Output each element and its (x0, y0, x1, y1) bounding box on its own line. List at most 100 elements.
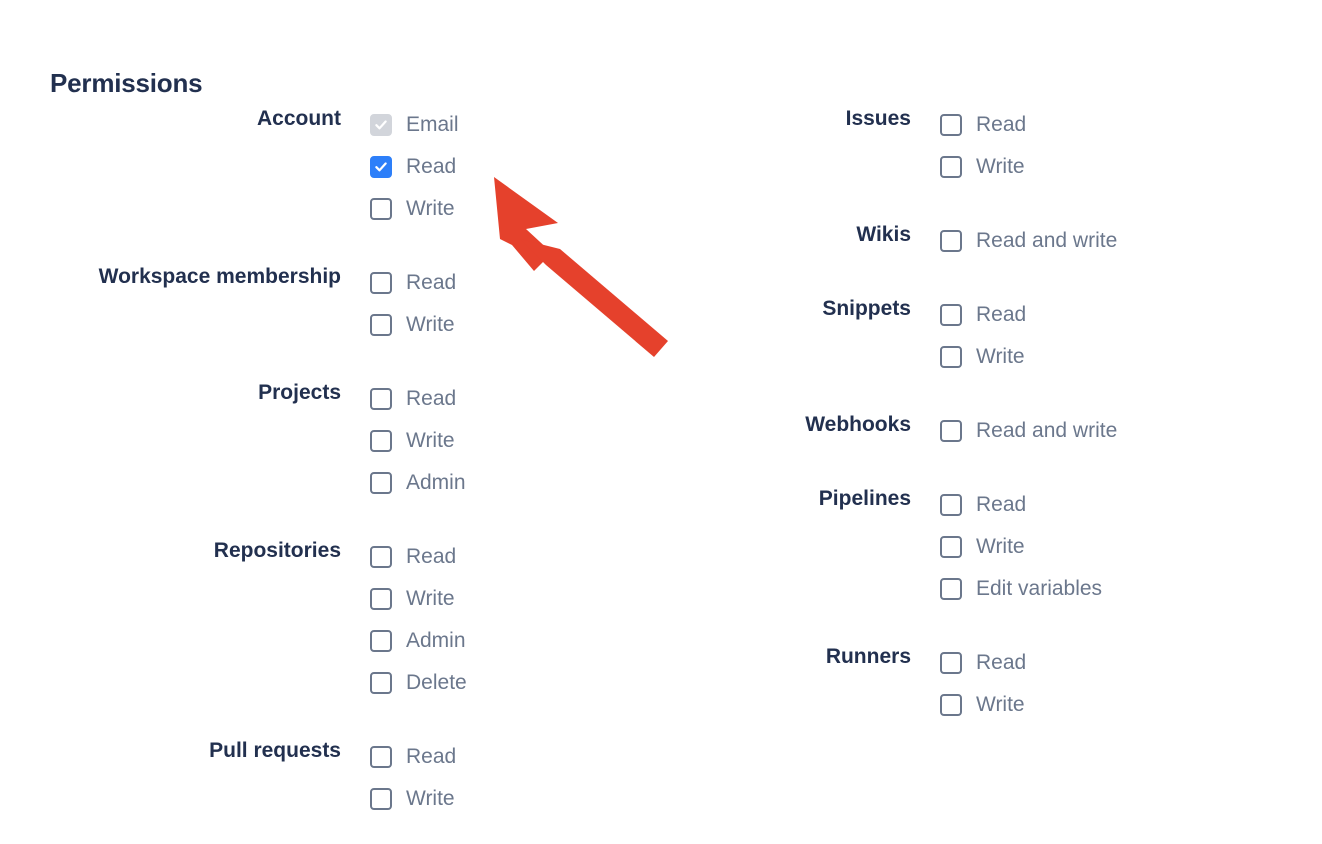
permission-option-label: Admin (406, 629, 466, 652)
permission-option-row[interactable]: Write (370, 778, 660, 820)
permission-option-row[interactable]: Read (940, 484, 1322, 526)
permission-option-label: Read (406, 387, 457, 410)
checkbox-admin[interactable] (370, 472, 392, 494)
checkbox-read[interactable] (370, 156, 392, 178)
permission-option-row[interactable]: Email (370, 104, 660, 146)
permission-option-label: Write (406, 313, 455, 336)
permission-option-row[interactable]: Read (940, 294, 1322, 336)
permission-option-row[interactable]: Write (370, 188, 660, 230)
permission-option-row[interactable]: Read (370, 146, 660, 188)
permission-option-label: Write (976, 693, 1025, 716)
checkbox-write[interactable] (940, 346, 962, 368)
permission-option-row[interactable]: Write (940, 684, 1322, 726)
permission-option-label: Admin (406, 471, 466, 494)
permission-option-label: Write (406, 429, 455, 452)
permission-option-label: Read (976, 303, 1027, 326)
permission-group-label: Snippets (822, 297, 911, 320)
permission-option-label: Write (406, 587, 455, 610)
permission-option-row[interactable]: Delete (370, 662, 660, 704)
permission-option-row[interactable]: Write (370, 578, 660, 620)
permission-option-label: Delete (406, 671, 467, 694)
permission-option-label: Read (406, 745, 457, 768)
permission-option-row[interactable]: Admin (370, 620, 660, 662)
permission-option-label: Read (406, 155, 457, 178)
permission-option-row[interactable]: Admin (370, 462, 660, 504)
permission-group-label: Runners (825, 645, 911, 668)
checkbox-write[interactable] (370, 588, 392, 610)
permission-group: Webhooks Read and write (660, 410, 1322, 452)
checkbox-edit-variables[interactable] (940, 578, 962, 600)
permission-option-label: Write (976, 535, 1025, 558)
checkbox-write[interactable] (370, 430, 392, 452)
checkbox-read[interactable] (940, 652, 962, 674)
permission-option-label: Email (406, 113, 459, 136)
checkbox-read[interactable] (370, 388, 392, 410)
permission-option-label: Write (976, 345, 1025, 368)
checkbox-read[interactable] (940, 494, 962, 516)
checkbox-read-and-write[interactable] (940, 420, 962, 442)
permission-option-row[interactable]: Read (370, 536, 660, 578)
permission-group-label: Workspace membership (98, 265, 341, 288)
permission-group-label: Webhooks (805, 413, 911, 436)
permission-option-row[interactable]: Write (370, 304, 660, 346)
checkbox-read[interactable] (940, 304, 962, 326)
permission-option-list: Read and write (940, 220, 1322, 262)
checkbox-write[interactable] (370, 198, 392, 220)
permission-option-label: Read (976, 113, 1027, 136)
permission-option-label: Read (406, 545, 457, 568)
permission-option-row[interactable]: Write (370, 420, 660, 462)
checkbox-write[interactable] (940, 536, 962, 558)
checkbox-write[interactable] (370, 314, 392, 336)
checkbox-write[interactable] (940, 156, 962, 178)
checkbox-delete[interactable] (370, 672, 392, 694)
permission-option-label: Read and write (976, 419, 1118, 442)
permission-option-row[interactable]: Read (370, 736, 660, 778)
permission-option-label: Read and write (976, 229, 1118, 252)
permission-option-row[interactable]: Read and write (940, 410, 1322, 452)
permission-group-label: Pull requests (209, 739, 341, 762)
permission-option-label: Edit variables (976, 577, 1103, 600)
permission-option-row[interactable]: Write (940, 526, 1322, 568)
checkbox-read[interactable] (940, 114, 962, 136)
checkbox-admin[interactable] (370, 630, 392, 652)
permission-option-row[interactable]: Read (940, 104, 1322, 146)
permission-group-label: Pipelines (818, 487, 911, 510)
checkbox-read[interactable] (370, 746, 392, 768)
permission-option-row[interactable]: Write (940, 336, 1322, 378)
permission-option-row[interactable]: Read (940, 642, 1322, 684)
checkbox-write[interactable] (370, 788, 392, 810)
checkbox-read[interactable] (370, 272, 392, 294)
permission-option-list: Read and write (940, 410, 1322, 452)
checkbox-read-and-write[interactable] (940, 230, 962, 252)
permission-option-label: Write (406, 197, 455, 220)
permission-option-row[interactable]: Read (370, 262, 660, 304)
permission-option-row[interactable]: Edit variables (940, 568, 1322, 610)
checkbox-read[interactable] (370, 546, 392, 568)
checkbox-write[interactable] (940, 694, 962, 716)
permission-option-label: Write (406, 787, 455, 810)
permission-option-row[interactable]: Read and write (940, 220, 1322, 262)
permission-group-label: Account (257, 107, 341, 130)
permission-option-label: Read (976, 493, 1027, 516)
permission-option-label: Read (976, 651, 1027, 674)
permission-option-row[interactable]: Write (940, 146, 1322, 188)
permission-group-label: Issues (845, 107, 911, 130)
permission-option-label: Write (976, 155, 1025, 178)
permission-option-row[interactable]: Read (370, 378, 660, 420)
